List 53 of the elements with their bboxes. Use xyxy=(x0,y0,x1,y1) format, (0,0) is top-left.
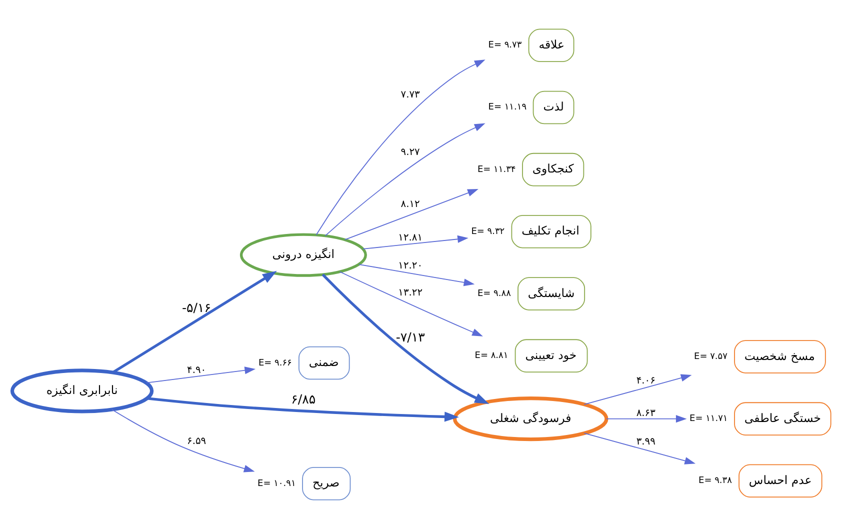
edge-label: ۴.۰۶ xyxy=(636,375,656,386)
edge-label: ۱۲.۸۱ xyxy=(398,232,423,243)
edge-label: ۶.۵۹ xyxy=(187,435,206,446)
edge-label: ۸.۶۳ xyxy=(636,407,656,418)
node-label: E= ۹.۸۸ xyxy=(478,288,511,298)
node-box: ضمنی xyxy=(298,346,350,380)
arrow xyxy=(362,234,468,249)
edge-label: ۶/۸۵ xyxy=(291,391,316,406)
arrow xyxy=(606,414,687,422)
edge-label: ۹.۲۷ xyxy=(400,146,420,158)
node-label: E= ۷.۵۷ xyxy=(694,351,728,362)
node-box: عدم احساس xyxy=(738,464,822,498)
node-box: کنجکاوی xyxy=(522,152,584,186)
node-ellipse: انگیزه درونی xyxy=(240,232,367,276)
arrow xyxy=(584,432,696,464)
edge-label: ۷.۷۳ xyxy=(400,88,420,100)
node-label: E= ۹.۳۸ xyxy=(698,476,732,486)
edge-label: -۷/۱۳ xyxy=(396,329,425,344)
edge-label: ۳.۹۹ xyxy=(636,436,656,448)
arrow xyxy=(344,188,478,240)
node-ellipse: فرسودگی شغلی xyxy=(452,396,608,441)
node-box: لذت xyxy=(532,90,574,124)
node-label: E= ۹.۷۳ xyxy=(488,40,522,50)
arrow xyxy=(339,270,483,336)
node-label: E= ۹.۶۶ xyxy=(258,358,292,368)
node-label: E= ۸.۸۱ xyxy=(474,350,508,361)
node-label: E= ۱۱.۷۱ xyxy=(690,414,728,424)
node-label: E= ۱۰.۹۱ xyxy=(258,478,296,488)
arrow xyxy=(358,263,475,286)
node-box: صریح xyxy=(302,466,351,500)
node-label: E= ۱۱.۳۴ xyxy=(478,164,516,174)
node-box: خود تعیینی xyxy=(514,338,588,372)
edge-label: ۸.۱۲ xyxy=(400,198,420,210)
edge-label: ۴.۹۰ xyxy=(187,364,206,376)
edge-label: -۵/۱۶ xyxy=(182,299,212,314)
arrow xyxy=(147,396,459,422)
arrow xyxy=(146,366,256,383)
arrow xyxy=(322,273,490,404)
node-label: E= ۱۱.۱۹ xyxy=(488,102,527,112)
arrow xyxy=(584,374,692,404)
arrow xyxy=(111,408,255,472)
node-label: E= ۹.۳۲ xyxy=(471,226,505,236)
arrow xyxy=(316,59,486,235)
node-box: علاقه xyxy=(528,28,574,62)
node-ellipse: نابرابری انگیزه xyxy=(10,368,154,413)
arrow xyxy=(324,122,486,236)
node-box: شایستگی xyxy=(518,276,586,310)
edge-label: ۱۳.۲۲ xyxy=(398,286,423,298)
node-box: مسخ شخصیت xyxy=(734,340,826,373)
node-box: خستگی عاطفی xyxy=(734,402,832,435)
node-box: انجام تکلیف xyxy=(511,214,592,248)
arrow xyxy=(112,270,277,374)
edge-label: ۱۲.۲۰ xyxy=(398,260,423,271)
